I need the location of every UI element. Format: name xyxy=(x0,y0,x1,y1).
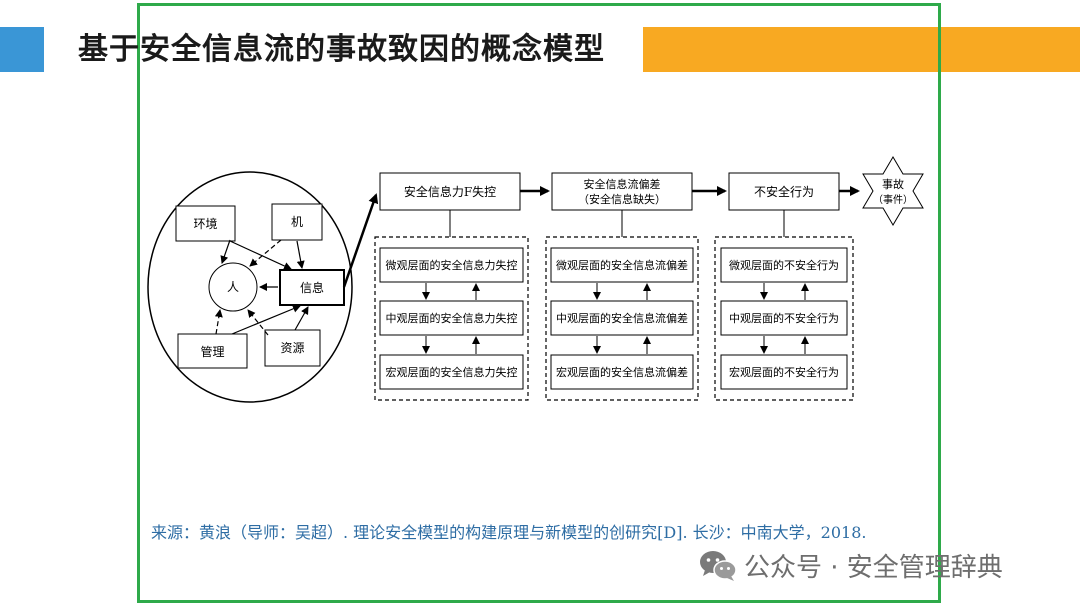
accident-label-line2: （事件） xyxy=(873,193,913,206)
col3-level-label: 中观层面的不安全行为 xyxy=(729,311,839,325)
stage3-box xyxy=(728,172,840,211)
info-box xyxy=(279,269,345,306)
person-circle xyxy=(208,262,258,312)
person-label: 人 xyxy=(227,280,239,294)
col2-group xyxy=(545,236,699,401)
col2-level-box xyxy=(550,354,694,390)
wechat-icon xyxy=(700,551,737,581)
col3-level-box xyxy=(720,300,848,336)
management-label: 管理 xyxy=(200,344,224,359)
col3-level-label: 宏观层面的不安全行为 xyxy=(729,365,839,379)
info-label: 信息 xyxy=(300,280,324,295)
source-citation: 来源：黄浪（导师：吴超）. 理论安全模型的构建原理与新模型的创研究[D]. 长沙… xyxy=(151,523,867,542)
selection-frame xyxy=(137,3,941,603)
col1-level-box xyxy=(379,354,524,390)
stage1-label: 安全信息力F失控 xyxy=(404,184,496,199)
col2-level-label: 微观层面的安全信息流偏差 xyxy=(556,258,688,272)
management-box xyxy=(177,333,248,369)
title-accent-orange-bar xyxy=(643,27,1080,72)
factor-ellipse xyxy=(147,171,353,403)
col1-level-label: 宏观层面的安全信息力失控 xyxy=(386,365,518,379)
env-box xyxy=(175,205,236,242)
stage2-box xyxy=(551,172,693,211)
col2-level-label: 宏观层面的安全信息流偏差 xyxy=(556,365,688,379)
stage2-label-line2: （安全信息缺失） xyxy=(578,192,666,206)
stage1-box xyxy=(379,172,521,211)
resource-box xyxy=(264,329,321,367)
accident-star xyxy=(862,156,924,226)
col1-level-box xyxy=(379,300,524,336)
title-accent-blue-bar xyxy=(0,27,44,72)
stage2-label-line1: 安全信息流偏差 xyxy=(584,177,661,191)
col2-level-box xyxy=(550,300,694,336)
accident-label-line1: 事故 xyxy=(882,177,904,191)
machine-label: 机 xyxy=(291,215,303,229)
col1-level-label: 微观层面的安全信息力失控 xyxy=(386,258,518,272)
col1-group xyxy=(374,236,529,401)
col1-level-label: 中观层面的安全信息力失控 xyxy=(386,311,518,325)
col2-level-label: 中观层面的安全信息流偏差 xyxy=(556,311,688,325)
col2-level-box xyxy=(550,247,694,283)
stage3-label: 不安全行为 xyxy=(754,184,814,199)
col3-level-box xyxy=(720,354,848,390)
env-label: 环境 xyxy=(193,216,217,231)
slide-title: 基于安全信息流的事故致因的概念模型 xyxy=(78,32,605,67)
col3-level-label: 微观层面的不安全行为 xyxy=(729,258,839,272)
watermark-text: 公众号 · 安全管理辞典 xyxy=(744,552,1003,583)
col3-group xyxy=(714,236,854,401)
col1-level-box xyxy=(379,247,524,283)
col3-level-box xyxy=(720,247,848,283)
watermark: 公众号 · 安全管理辞典 xyxy=(698,547,1003,583)
machine-box xyxy=(271,203,323,241)
resource-label: 资源 xyxy=(280,341,304,355)
